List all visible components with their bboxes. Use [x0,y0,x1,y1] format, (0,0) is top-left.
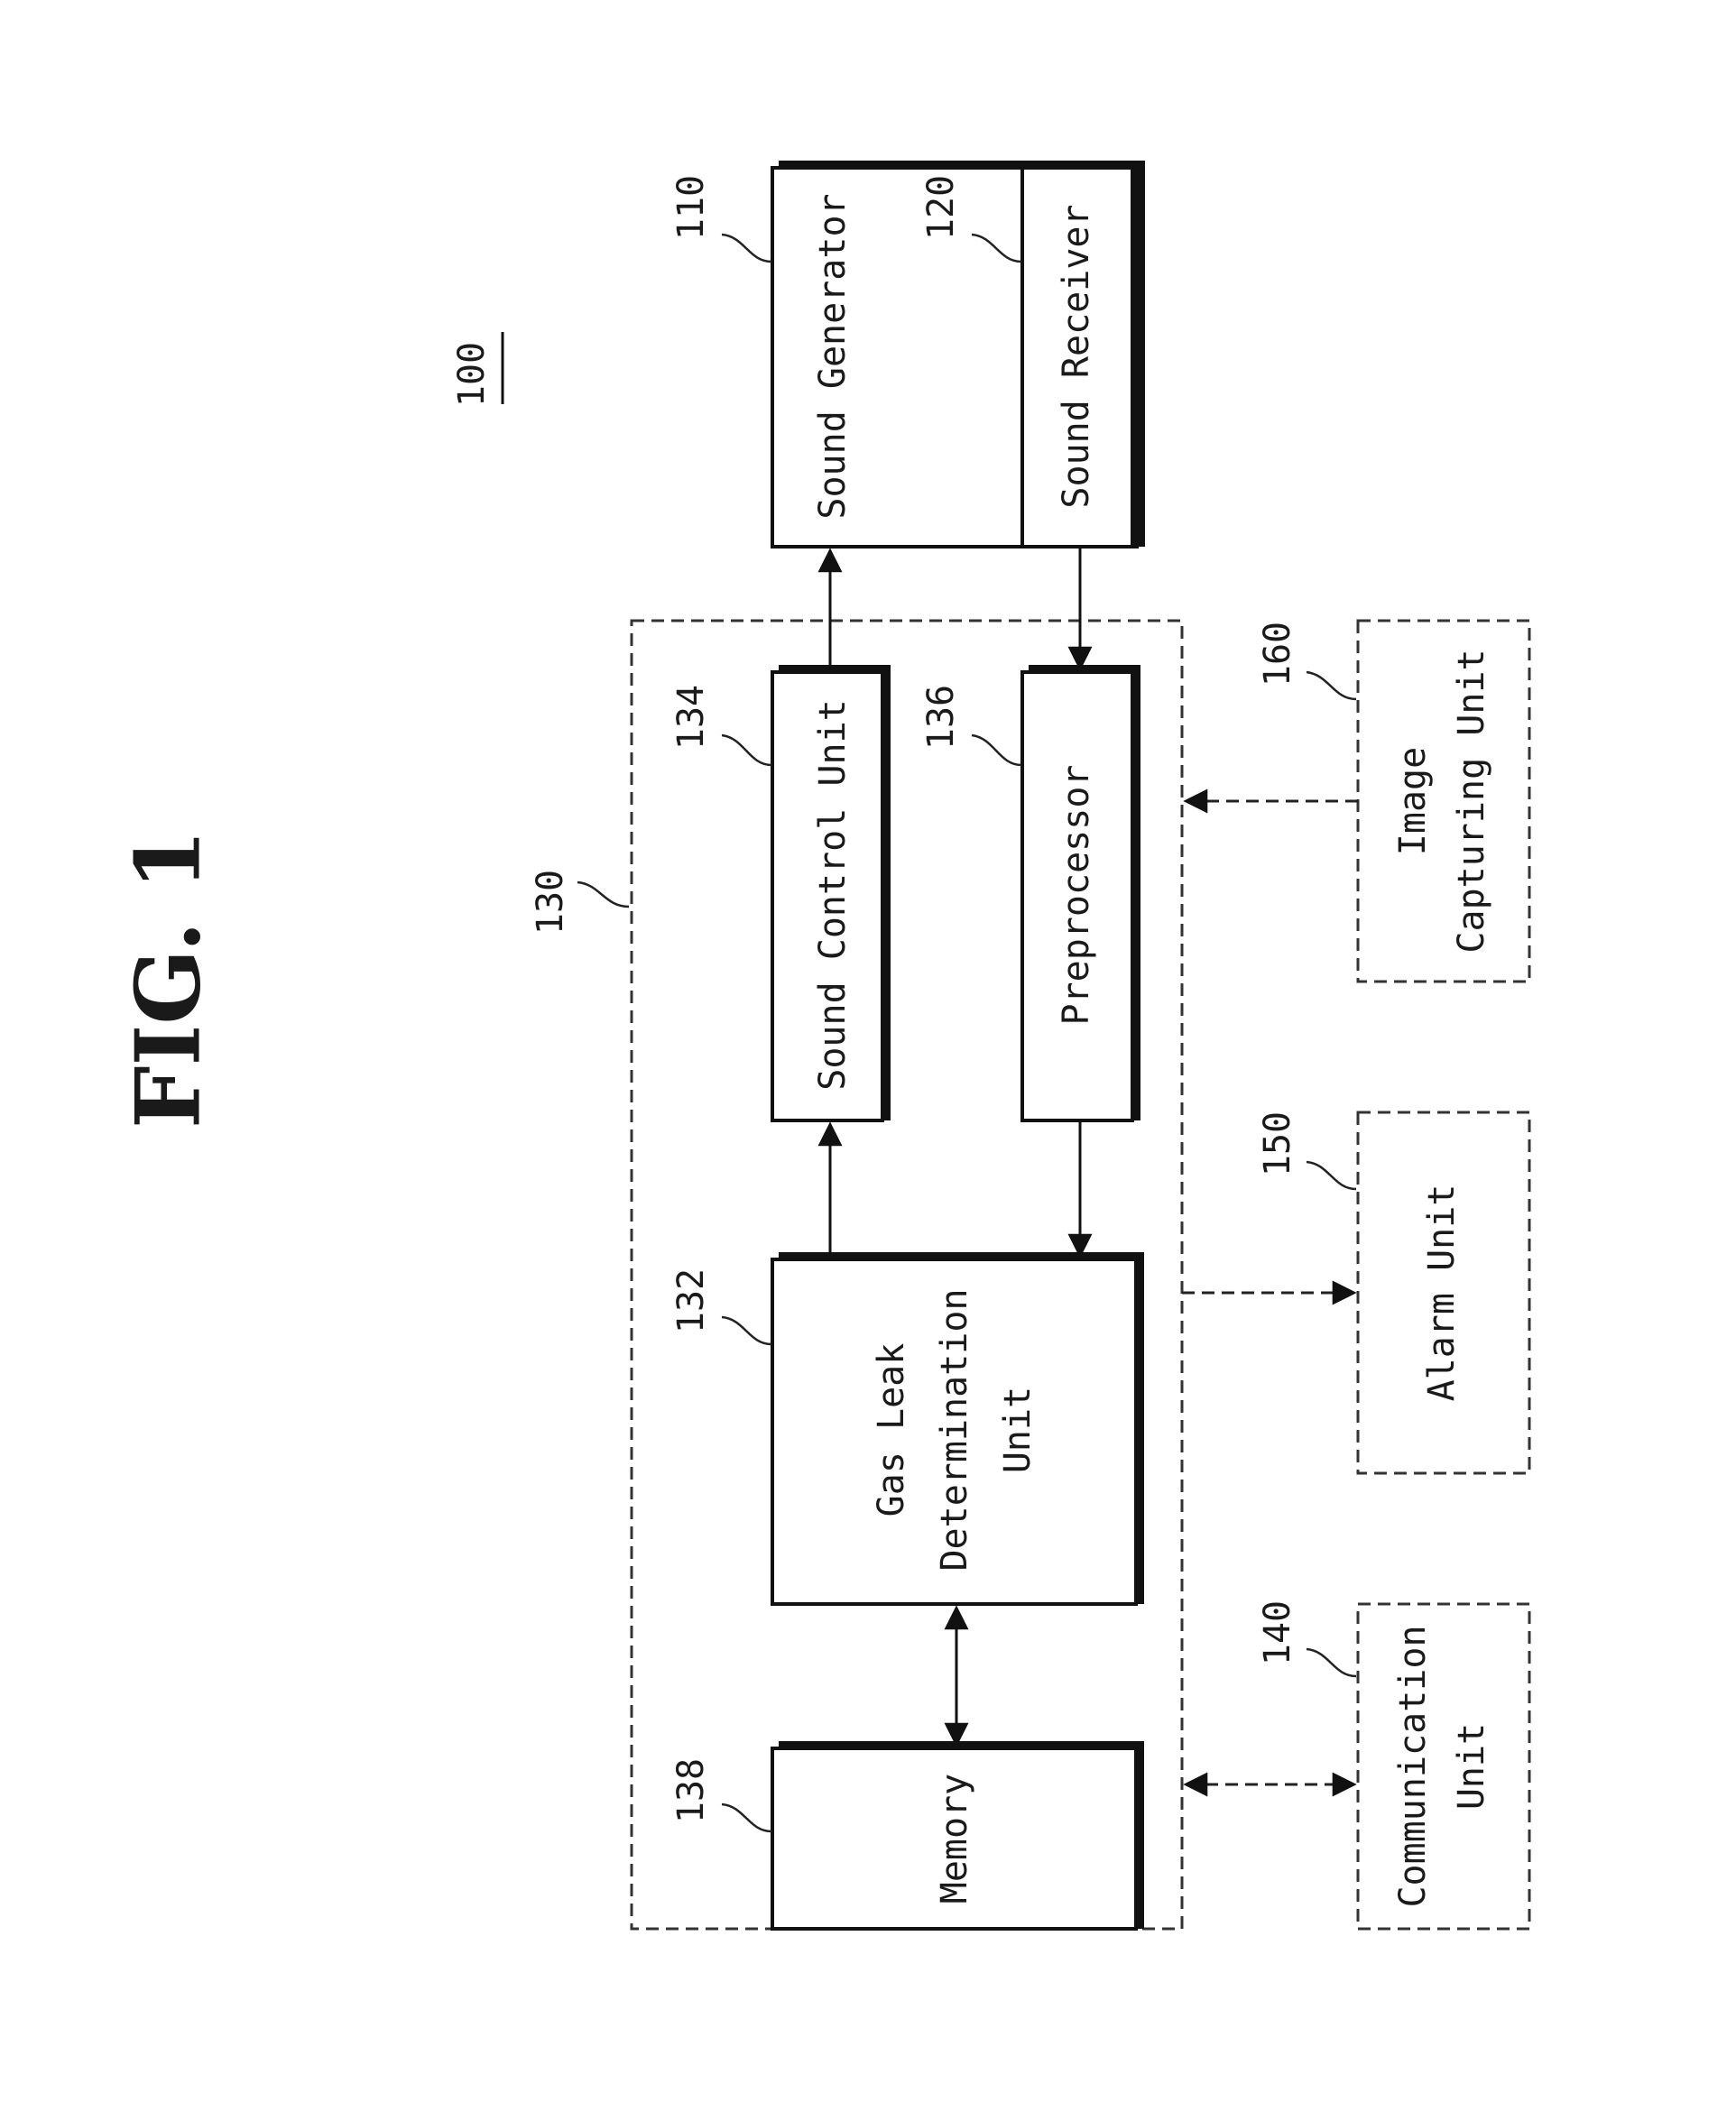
alarm-unit-block: Alarm Unit 150 [1257,1111,1529,1473]
preprocessor-block: Preprocessor 136 [920,665,1140,1120]
communication-label-line-1: Communication [1392,1625,1434,1907]
memory-block: Memory 138 [670,1741,1144,1929]
alarm-unit-label: Alarm Unit [1421,1185,1463,1402]
image-capturing-label-line-2: Capturing Unit [1451,649,1492,953]
ref-134: 134 [670,685,712,750]
communication-unit-block: Communication Unit 140 [1257,1600,1529,1929]
image-capturing-label-line-1: Image [1392,747,1434,855]
memory-label: Memory [934,1774,975,1904]
communication-label-line-2: Unit [1451,1723,1492,1810]
preprocessor-label: Preprocessor [1056,765,1097,1026]
gas-leak-label-line-3: Unit [997,1387,1039,1473]
figure-title: FIG. 1 [116,829,220,1129]
sound-control-unit-label: Sound Control Unit [812,699,854,1090]
gas-leak-label-line-1: Gas Leak [871,1343,912,1517]
gas-leak-label-line-2: Determination [934,1288,975,1571]
sound-receiver-label: Sound Receiver [1056,204,1097,508]
ref-130: 130 [530,870,571,935]
gas-leak-determination-block: Gas Leak Determination Unit 132 [670,1252,1144,1604]
ref-138: 138 [670,1758,712,1823]
ref-140: 140 [1257,1600,1298,1665]
ref-150: 150 [1257,1111,1298,1176]
svg-text:100: 100 [451,342,493,407]
ref-110: 110 [670,175,712,240]
ref-136: 136 [920,685,962,750]
ref-160: 160 [1257,622,1298,687]
sound-control-unit-block: Sound Control Unit 134 [670,665,891,1120]
sound-generator-label: Sound Generator [812,193,854,519]
ref-132: 132 [670,1268,712,1333]
ref-120: 120 [920,175,962,240]
system-ref-100: 100 [451,332,503,407]
